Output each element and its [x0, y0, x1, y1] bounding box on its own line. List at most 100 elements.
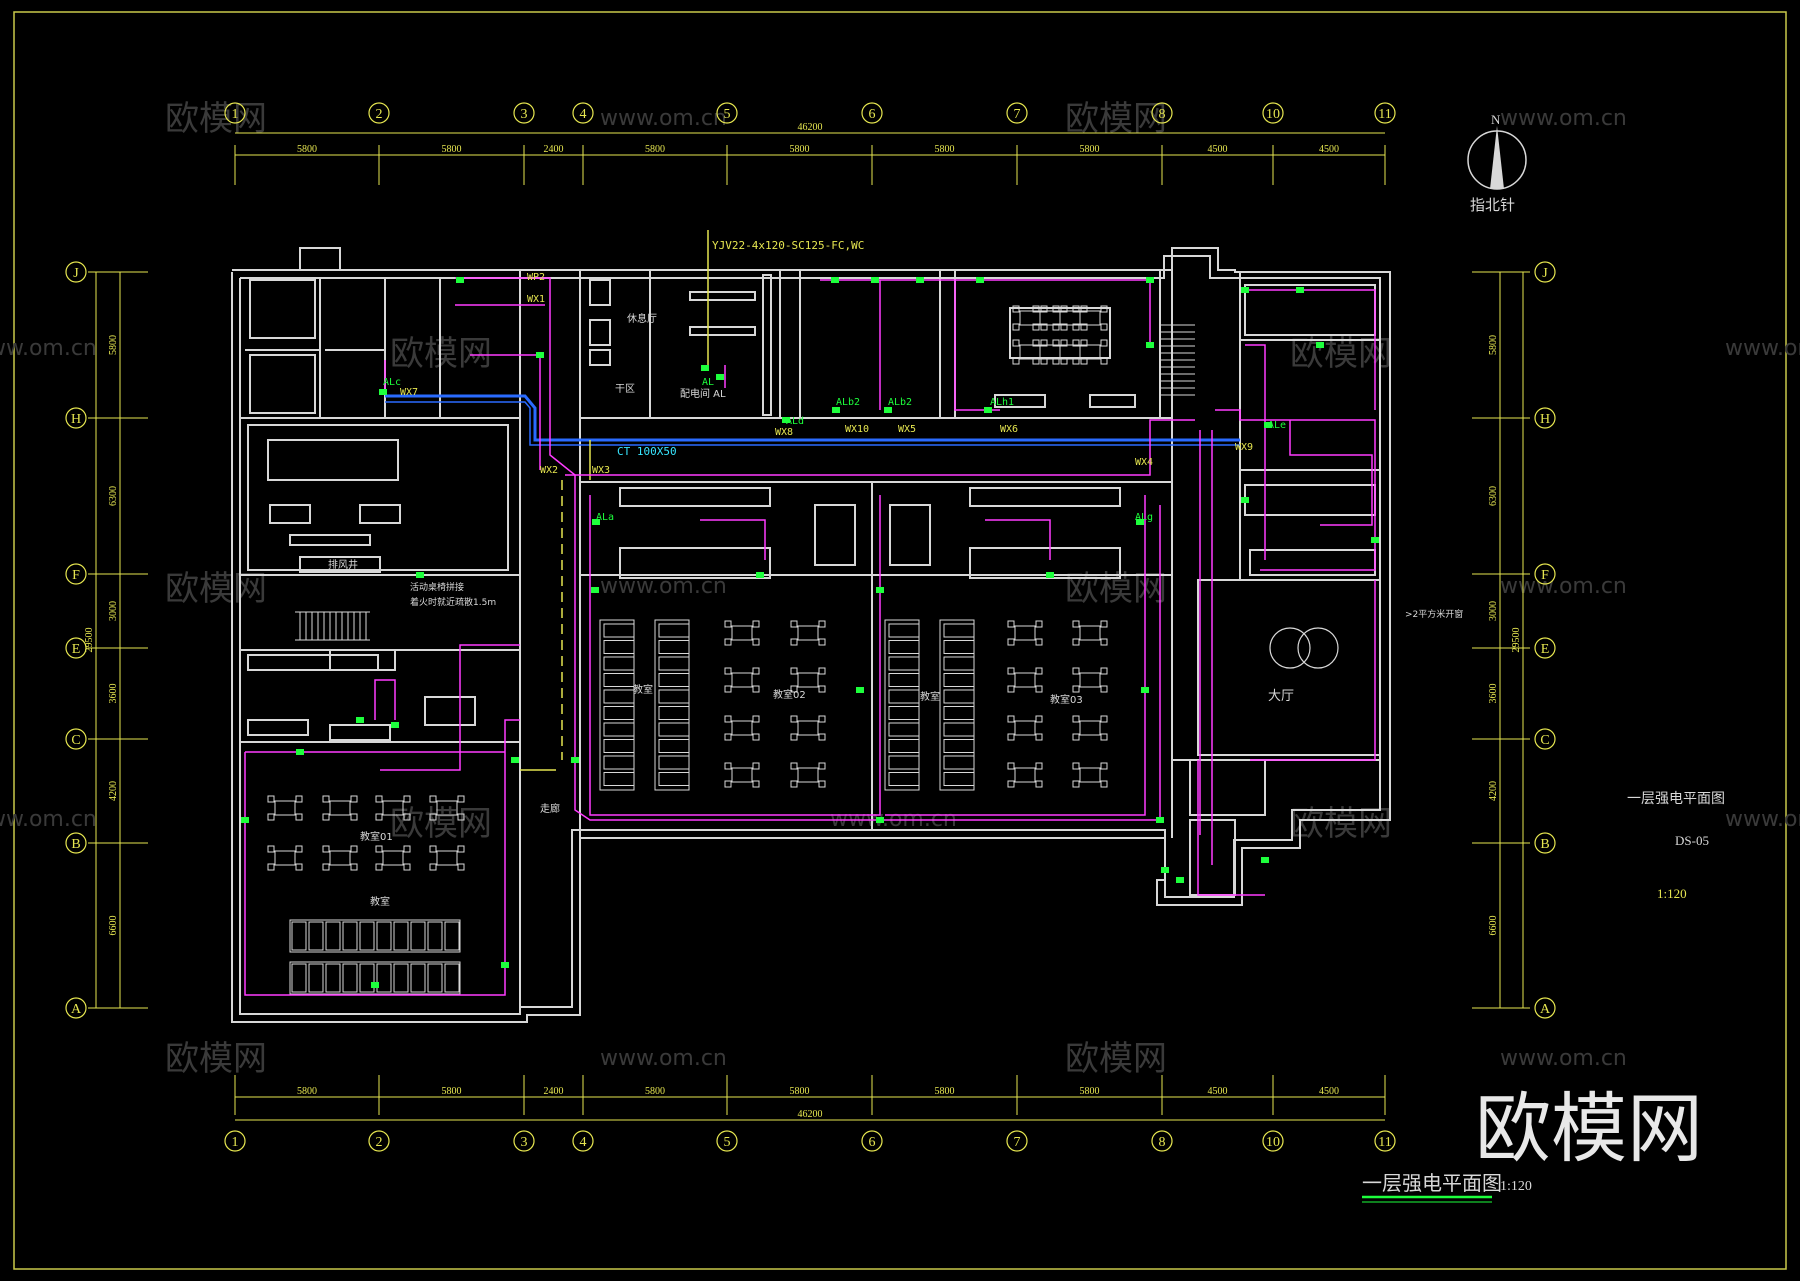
- axis-bubble: [1534, 563, 1556, 585]
- chair: [752, 733, 760, 741]
- chair: [1072, 620, 1080, 628]
- table: [731, 767, 753, 783]
- circuit-label: WX10: [845, 424, 869, 435]
- axis-label-y: E: [1541, 642, 1550, 657]
- chair: [457, 845, 465, 853]
- chair: [818, 685, 826, 693]
- desk: [943, 772, 975, 786]
- dimension-text: 5800: [297, 1086, 317, 1097]
- axis-label-x: 5: [724, 107, 731, 122]
- desk: [359, 963, 375, 993]
- dimension-text: 2400: [544, 144, 564, 155]
- axis-label-y: F: [1541, 568, 1549, 583]
- outlet-device: [1141, 687, 1149, 693]
- outlet-device: [984, 407, 992, 413]
- outlet-device: [1046, 572, 1054, 578]
- axis-bubble: [65, 997, 87, 1019]
- chair: [403, 845, 411, 853]
- desk: [603, 755, 635, 770]
- desk: [376, 963, 392, 993]
- table: [1079, 672, 1101, 688]
- desk: [658, 640, 690, 654]
- desk: [888, 755, 920, 770]
- desk: [603, 640, 635, 654]
- chair: [1007, 638, 1015, 646]
- chair: [1072, 638, 1080, 646]
- dimension-text: 6300: [108, 486, 119, 506]
- dimension-text: 4200: [108, 781, 119, 801]
- chair: [1100, 323, 1108, 331]
- chair: [1032, 357, 1040, 365]
- outlet-device: [1176, 877, 1184, 883]
- dimension-text: 4500: [1319, 144, 1339, 155]
- outlet-device: [976, 277, 984, 283]
- axis-bubble: [572, 1130, 594, 1152]
- outlet-device: [1156, 817, 1164, 823]
- desk: [376, 921, 392, 951]
- axis-bubble: [716, 1130, 738, 1152]
- desk: [658, 706, 690, 720]
- chair: [1035, 715, 1043, 723]
- axis-label-x: 11: [1378, 107, 1391, 122]
- outlet-device: [1146, 277, 1154, 283]
- axis-bubble: [1262, 1130, 1284, 1152]
- chair: [1035, 667, 1043, 675]
- outlet-device: [1264, 422, 1272, 428]
- chair: [429, 863, 437, 871]
- watermark-url: www.om.cn: [1500, 574, 1627, 599]
- chair: [1080, 323, 1088, 331]
- chair: [1100, 667, 1108, 675]
- chair: [1035, 620, 1043, 628]
- chair: [1007, 685, 1015, 693]
- outlet-device: [296, 749, 304, 755]
- outlet-device: [416, 572, 424, 578]
- table: [274, 800, 296, 816]
- chair: [790, 685, 798, 693]
- chair: [1035, 685, 1043, 693]
- chair: [790, 620, 798, 628]
- chair: [752, 780, 760, 788]
- chair: [375, 813, 383, 821]
- chair: [429, 795, 437, 803]
- electrical-devices: [241, 277, 1379, 988]
- axis-bubble: [1534, 997, 1556, 1019]
- axis-bubble: [65, 637, 87, 659]
- desk: [658, 755, 690, 770]
- panel-label: ALa: [596, 512, 614, 523]
- circuit-label: WX2: [540, 465, 558, 476]
- axis-bubble: [65, 832, 87, 854]
- chair: [1035, 762, 1043, 770]
- cable-tray: [385, 394, 1240, 446]
- chair: [752, 762, 760, 770]
- chair: [350, 813, 358, 821]
- outlet-device: [391, 722, 399, 728]
- desk: [393, 921, 409, 951]
- room-classroom-1: 教室01: [360, 830, 393, 843]
- axis-bubble: [1262, 102, 1284, 124]
- chair: [1052, 305, 1060, 313]
- room-exhaust: 排风井: [328, 558, 358, 571]
- axis-label-x: 10: [1266, 1135, 1280, 1150]
- desk: [359, 921, 375, 951]
- room-corridor: 走廊: [540, 802, 560, 815]
- axis-label-y: A: [71, 1002, 82, 1017]
- outlet-device: [241, 817, 249, 823]
- table: [382, 850, 404, 866]
- axis-bubble: [65, 563, 87, 585]
- bottom-title-scale: 1:120: [1500, 1179, 1532, 1194]
- outlet-device: [871, 277, 879, 283]
- watermark-brand: 欧模网: [165, 1039, 267, 1079]
- dimension-text: 3600: [1488, 684, 1499, 704]
- desk: [658, 722, 690, 737]
- axis-label-x: 7: [1014, 107, 1021, 122]
- main-feed-label: YJV22-4x120-SC125-FC,WC: [712, 239, 864, 252]
- axis-label-x: 3: [521, 1135, 528, 1150]
- desk: [888, 689, 920, 704]
- chair: [790, 667, 798, 675]
- chair: [752, 638, 760, 646]
- chair: [375, 863, 383, 871]
- axis-label-x: 11: [1378, 1135, 1391, 1150]
- outlet-device: [1261, 857, 1269, 863]
- bottom-title-block: 一层强电平面图 1:120: [1362, 1171, 1532, 1203]
